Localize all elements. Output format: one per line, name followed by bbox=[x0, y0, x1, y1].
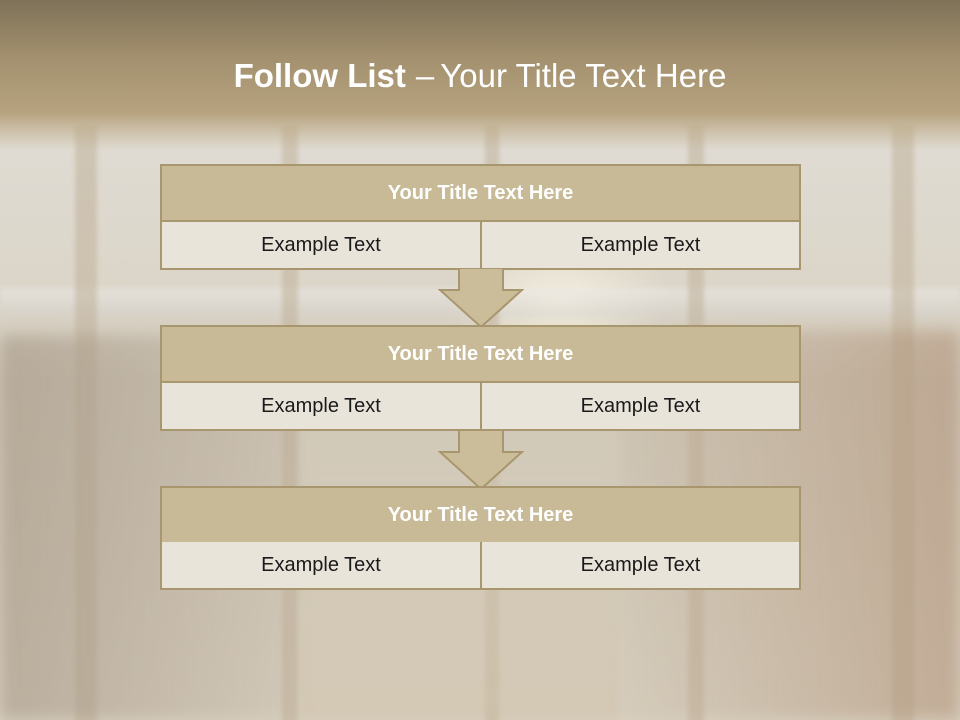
block-cell-right: Example Text bbox=[480, 222, 801, 270]
slide-title-dash: – bbox=[415, 57, 435, 94]
title-bar bbox=[0, 0, 960, 150]
slide-title-bold: Follow List bbox=[233, 57, 406, 94]
down-arrow-icon bbox=[438, 430, 524, 490]
down-arrow-icon bbox=[438, 268, 524, 328]
block-cell-left: Example Text bbox=[160, 383, 480, 431]
block-heading: Your Title Text Here bbox=[160, 164, 801, 222]
block-cell-left: Example Text bbox=[160, 542, 480, 590]
block-cell-right: Example Text bbox=[480, 542, 801, 590]
block-heading: Your Title Text Here bbox=[160, 486, 801, 544]
block-heading: Your Title Text Here bbox=[160, 325, 801, 383]
block-cell-left: Example Text bbox=[160, 222, 480, 270]
block-cell-right: Example Text bbox=[480, 383, 801, 431]
slide-title: Follow List–Your Title Text Here bbox=[0, 56, 960, 96]
slide-title-rest: Your Title Text Here bbox=[440, 57, 727, 94]
